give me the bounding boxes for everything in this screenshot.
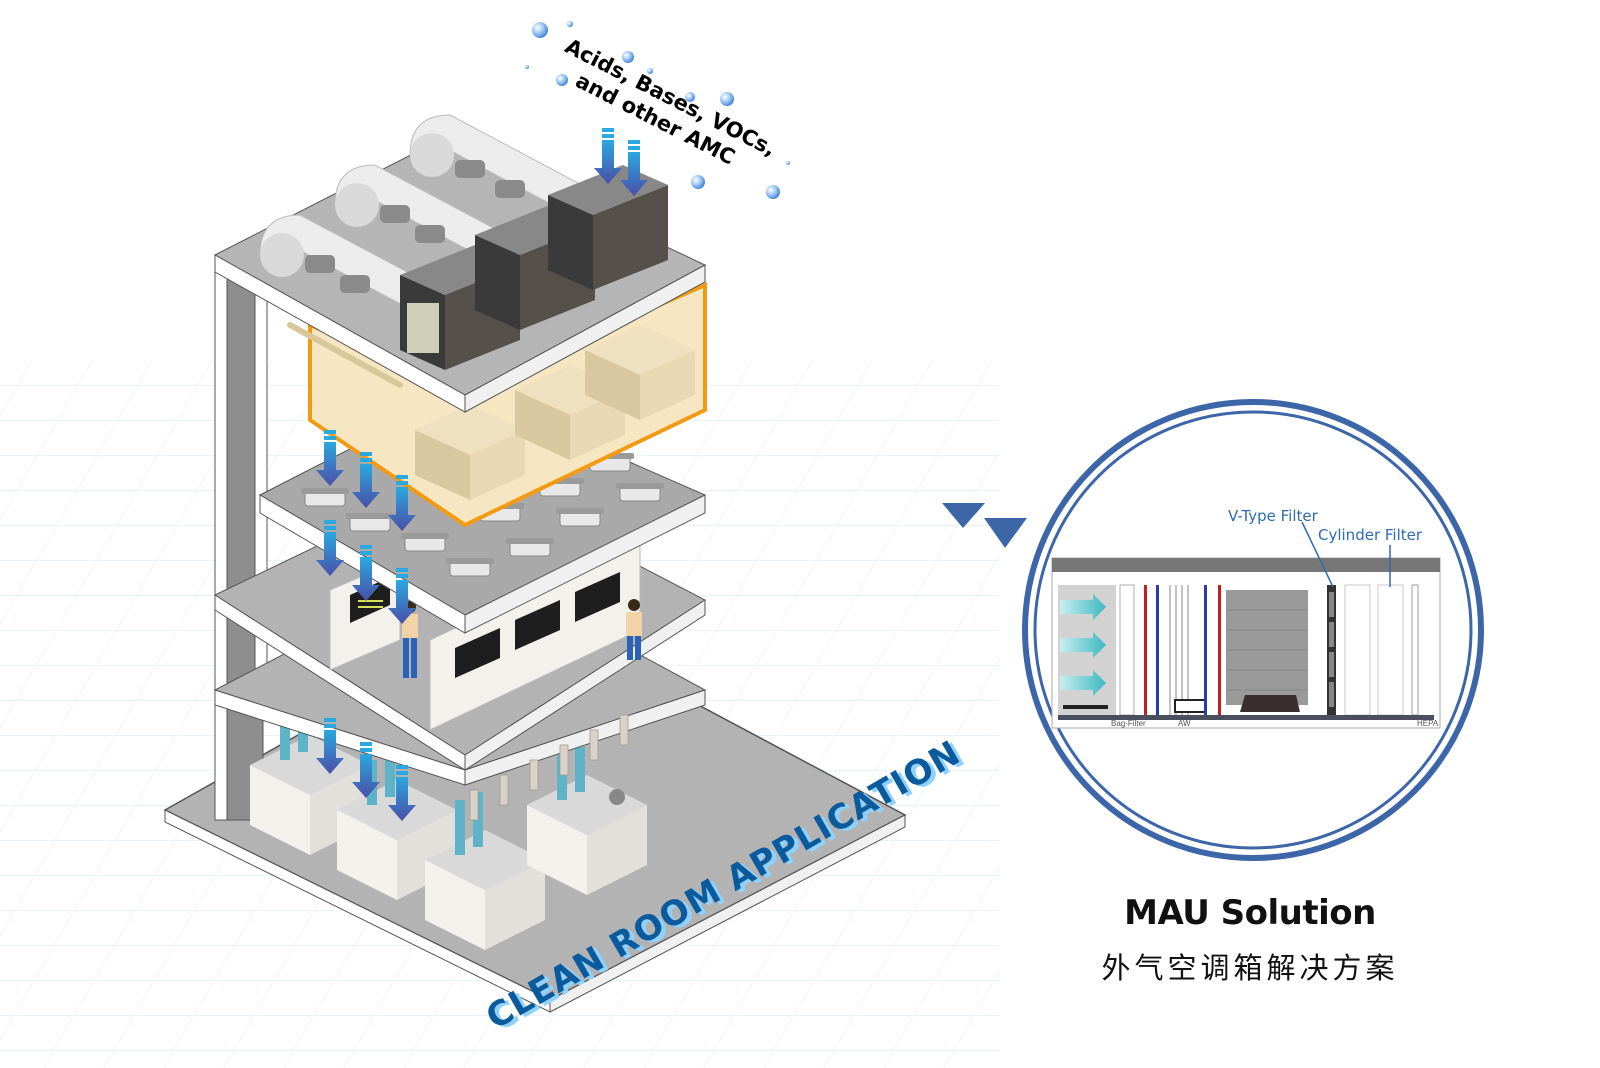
operator-figure bbox=[626, 599, 642, 660]
mau-detail-circle: V-Type Filter Cylinder Filter Bag-Filter… bbox=[1022, 399, 1484, 861]
triangle-pointer-icon bbox=[984, 518, 1027, 548]
airflow-in-arrows bbox=[1060, 594, 1106, 696]
v-type-filter-label: V-Type Filter bbox=[1228, 507, 1319, 525]
mau-solution-subtitle: 外气空调箱解决方案 bbox=[1101, 951, 1399, 985]
v-type-leader-line bbox=[1301, 521, 1334, 588]
bag-filter-label: Bag-Filter bbox=[1111, 719, 1146, 728]
mau-cross-section bbox=[1051, 557, 1441, 729]
triangle-pointer-icon bbox=[942, 503, 985, 528]
right-arrow-icon bbox=[1060, 594, 1106, 620]
right-arrow-icon bbox=[1060, 632, 1106, 658]
right-arrow-icon bbox=[1060, 670, 1106, 696]
pointer-triangles bbox=[942, 503, 1027, 548]
mau-solution-title: MAU Solution bbox=[1124, 893, 1376, 933]
mau-room bbox=[287, 281, 707, 528]
control-consoles bbox=[329, 539, 642, 731]
building-frame bbox=[214, 254, 268, 821]
hepa-label: HEPA bbox=[1417, 719, 1439, 728]
contaminant-bubbles bbox=[525, 21, 790, 199]
ground-floor-equipment bbox=[250, 707, 647, 950]
aw-label: AW bbox=[1178, 719, 1191, 728]
amc-label: Acids, Bases, VOCs, and other AMC bbox=[561, 34, 780, 170]
cylinder-filter-label: Cylinder Filter bbox=[1318, 526, 1423, 544]
